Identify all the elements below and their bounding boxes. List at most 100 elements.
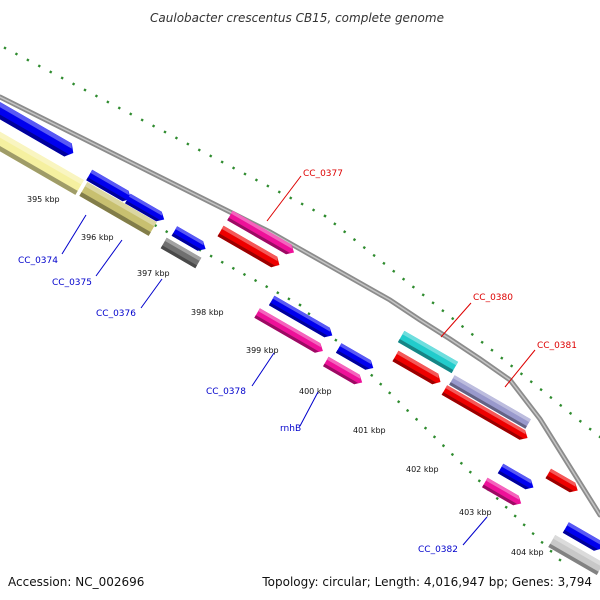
gene-feature-body	[217, 225, 280, 268]
accession-text: Accession: NC_002696	[8, 575, 144, 589]
gene-feature-highlight	[339, 343, 372, 365]
gene-feature-highlight	[445, 385, 526, 435]
tick-dot	[459, 461, 463, 465]
gene-feature-body	[449, 375, 531, 429]
tick-dot	[451, 316, 455, 321]
tick-dot	[423, 426, 428, 430]
tick-dot	[421, 293, 425, 297]
gene-feature-body	[562, 522, 600, 551]
gene-feature-red	[545, 468, 578, 493]
tick-dot	[277, 190, 281, 194]
tick-dot	[253, 278, 258, 283]
gene-feature-shadow	[548, 543, 599, 576]
tick-dot	[411, 285, 416, 289]
tick-dot	[49, 70, 53, 74]
tick-dot	[231, 166, 236, 170]
tick-dot	[231, 266, 235, 270]
tick-dot	[504, 505, 508, 509]
tick-dot	[519, 372, 524, 376]
leader-cc0375	[95, 239, 123, 277]
tick-dot	[129, 112, 133, 116]
tick-dot	[94, 94, 99, 98]
gene-feature-shadow	[268, 302, 329, 338]
tick-dot	[477, 479, 481, 483]
leader-cc0377	[266, 175, 302, 222]
gene-feature-body	[0, 125, 84, 195]
tick-dot	[549, 549, 553, 553]
tick-dot	[500, 356, 504, 360]
gene-feature-pink	[323, 356, 363, 385]
gene-feature-lightgray	[548, 534, 600, 576]
gene-feature-highlight	[221, 225, 278, 262]
genome-backbone	[0, 94, 600, 518]
tick-dot	[37, 64, 41, 68]
tick-dot	[71, 82, 76, 86]
gene-feature-body	[227, 210, 295, 255]
tick-dot	[379, 382, 383, 386]
tick-dot	[388, 391, 392, 395]
gene-feature-shadow	[125, 200, 161, 222]
gene-feature-highlight	[452, 375, 531, 423]
tick-dot	[432, 435, 437, 439]
tick-dot	[163, 130, 167, 134]
tick-dot	[151, 124, 156, 128]
tick-dot	[397, 400, 401, 404]
tick-dot	[382, 261, 386, 265]
tick-dot	[531, 531, 535, 536]
tick-dot	[470, 332, 474, 337]
gene-feature-red	[217, 225, 280, 268]
gene-feature-highlight	[0, 96, 72, 149]
gene-feature-body	[441, 385, 528, 440]
gene-feature-blue	[562, 522, 600, 551]
tick-label: 399 kbp	[246, 346, 279, 355]
gene-feature-shadow	[79, 192, 151, 236]
tick-dot	[140, 118, 144, 122]
tick-label: 396 kbp	[81, 233, 114, 242]
gene-feature-highlight	[231, 210, 293, 249]
tick-dot	[431, 301, 435, 305]
gene-feature-highlight	[501, 463, 532, 484]
gene-feature-body	[497, 463, 534, 490]
gene-feature-highlight	[553, 534, 600, 567]
tick-dot	[254, 178, 259, 182]
gene-feature-highlight	[258, 308, 321, 348]
tick-dot	[539, 388, 543, 392]
tick-dot	[468, 470, 472, 474]
gene-feature-yellow	[0, 125, 84, 195]
gene-label-leaders	[61, 175, 536, 546]
tick-label: 404 kbp	[511, 548, 544, 557]
gene-feature-highlight	[164, 237, 202, 261]
gene-feature-body	[335, 343, 374, 370]
gene-feature-purple	[449, 375, 531, 429]
tick-dot	[450, 452, 455, 457]
gene-feature-highlight	[485, 477, 520, 500]
tick-dot	[298, 303, 302, 307]
tick-dot	[243, 172, 247, 176]
gene-label-cc0374: CC_0374	[18, 256, 58, 266]
gene-label-cc0378: CC_0378	[206, 387, 246, 397]
gene-feature-highlight	[90, 169, 129, 196]
tick-label: 403 kbp	[459, 508, 492, 517]
tick-dot	[598, 435, 600, 439]
tick-dot	[578, 419, 582, 423]
tick-dot	[414, 417, 419, 421]
gene-feature-shadow	[227, 217, 290, 255]
tick-dot	[513, 514, 517, 518]
leader-cc0376	[140, 278, 163, 309]
tick-dot	[441, 444, 446, 448]
gene-feature-blue	[335, 343, 374, 370]
gene-feature-shadow	[217, 233, 276, 268]
tick-rings	[0, 46, 600, 562]
gene-feature-body	[0, 96, 74, 157]
tick-label: 400 kbp	[299, 387, 332, 396]
tick-dot	[14, 52, 19, 56]
tick-dot	[300, 202, 304, 206]
gene-feature-highlight	[396, 350, 439, 379]
tick-dot	[522, 523, 526, 527]
tick-dot	[480, 340, 484, 344]
tick-dot	[401, 277, 406, 281]
tick-dot	[352, 238, 357, 242]
leader-cc0380	[440, 302, 472, 338]
